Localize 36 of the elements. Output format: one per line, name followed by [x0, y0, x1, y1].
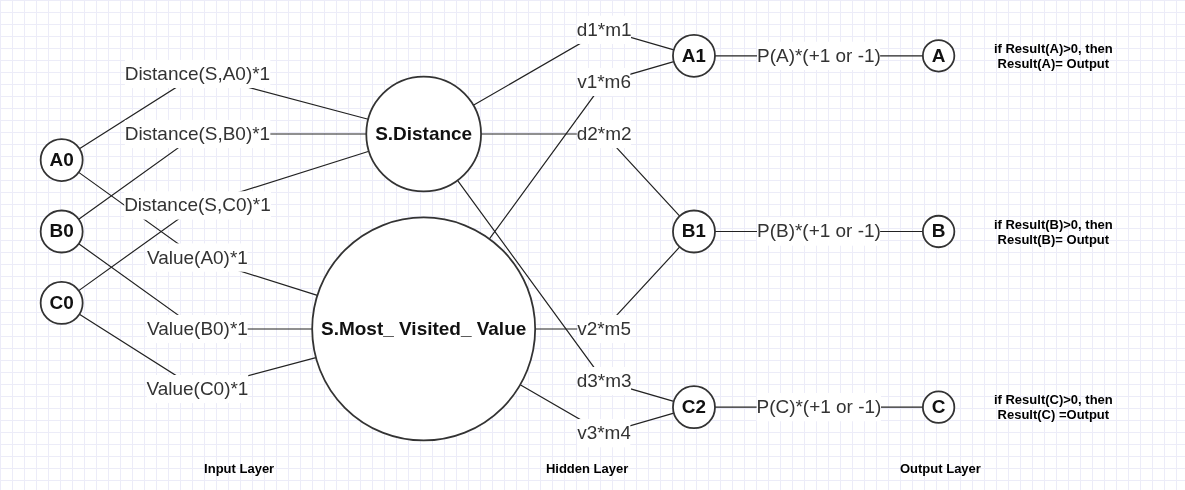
node-note: if Result(C)>0, then Result(C) =Output [992, 392, 1114, 423]
edge-label: Value(C0)*1 [146, 378, 249, 399]
node-circle: A [922, 39, 956, 73]
edge-label: v2*m5 [577, 318, 631, 339]
node-circle: A1 [672, 33, 716, 78]
connector [78, 171, 318, 296]
connector [78, 150, 370, 292]
node-circle: B1 [672, 209, 716, 254]
edge-label: Value(A0)*1 [146, 246, 248, 268]
edge-label: v3*m4 [577, 422, 631, 443]
connector [78, 133, 367, 220]
node-circle: B [922, 214, 956, 249]
edge-label: P(A)*(+1 or -1) [757, 45, 881, 66]
edge-label: P(B)*(+1 or -1) [757, 220, 881, 241]
node-note: if Result(B)>0, then Result(B)= Output [992, 216, 1114, 247]
edge-label: P(C)*(+1 or -1) [756, 396, 882, 417]
node-circle: C0 [39, 281, 84, 325]
node-circle: C2 [672, 385, 716, 430]
node-circle: A0 [39, 138, 84, 182]
edge-label: Distance(S,B0)*1 [124, 123, 271, 144]
edge-label: v1*m6 [577, 71, 631, 92]
edge-label: d1*m1 [576, 19, 632, 40]
edge-label: Distance(S,C0)*1 [124, 194, 271, 215]
node-circle: S.Most_ Visited_ Value [311, 216, 537, 442]
edge-label: d3*m3 [576, 370, 632, 391]
edge-label: Distance(S,A0)*1 [124, 63, 271, 84]
edge-label: Value(B0)*1 [146, 318, 248, 339]
node-circle: C [922, 390, 956, 424]
edge-label: d2*m2 [576, 123, 632, 144]
layer-label: Input Layer [204, 461, 275, 476]
layer-label: Hidden Layer [545, 461, 629, 476]
node-circle: S.Distance [365, 75, 482, 193]
node-circle: B0 [39, 209, 84, 254]
connector [78, 243, 313, 330]
node-note: if Result(A)>0, then Result(A)= Output [992, 40, 1114, 71]
layer-label: Output Layer [900, 461, 981, 476]
